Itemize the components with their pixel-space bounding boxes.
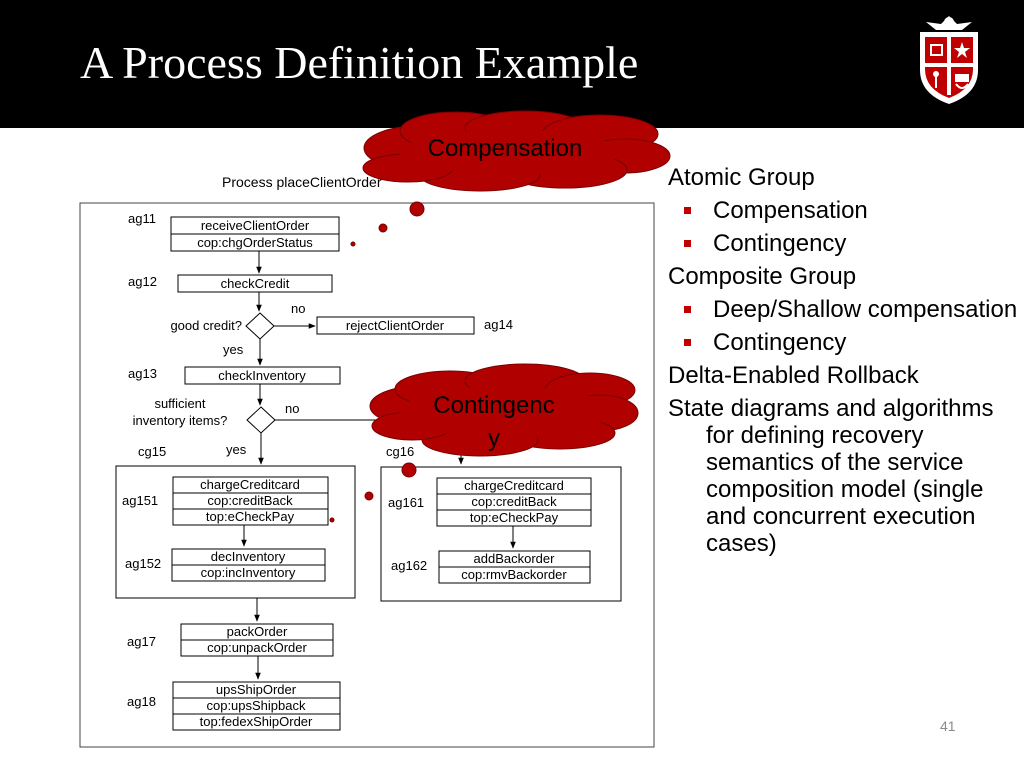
contingency-callout-text-2: y [488, 425, 500, 452]
ag18-op-0: upsShipOrder [216, 682, 297, 697]
bullet-compensation-text: Compensation [713, 197, 868, 224]
compensation-callout-text: Compensation [428, 135, 583, 162]
ag151-op-1: cop:creditBack [207, 493, 293, 508]
ag18-box: upsShipOrder cop:upsShipback top:fedexSh… [172, 681, 341, 731]
no-label-inventory: no [285, 401, 299, 416]
bullet-square-icon [684, 240, 691, 247]
cg16-frame [380, 466, 622, 602]
bullet-contingency-2-text: Contingency [713, 329, 847, 356]
cg16-label: cg16 [386, 444, 414, 459]
title-bar [0, 0, 1024, 128]
ag13-label: ag13 [128, 366, 157, 381]
slide-number: 41 [940, 718, 956, 734]
ag13-op-0: checkInventory [218, 368, 306, 383]
ag18-op-2: top:fedexShipOrder [200, 714, 313, 729]
ag152-box: decInventory cop:incInventory [171, 548, 326, 582]
bullet-square-icon [684, 207, 691, 214]
inventory-decision-diamond [246, 406, 276, 434]
bullet-atomic-group: Atomic Group [668, 164, 815, 191]
ag11-box: receiveClientOrder cop:chgOrderStatus [170, 216, 340, 252]
credit-decision-diamond [245, 312, 275, 340]
ag152-op-1: cop:incInventory [201, 565, 296, 580]
ag161-op-1: cop:creditBack [471, 494, 557, 509]
ag161-op-2: top:eCheckPay [470, 510, 559, 525]
bullet-list: Atomic Group Compensation Contingency Co… [668, 164, 1018, 563]
ag17-op-1: cop:unpackOrder [207, 640, 307, 655]
bullet-square-icon [684, 306, 691, 313]
contingency-callout-text-1: Contingenc [433, 392, 554, 419]
bullet-contingency: Contingency [668, 230, 1018, 257]
no-label-credit: no [291, 301, 305, 316]
bullet-contingency-2: Contingency [668, 329, 1018, 356]
process-frame [79, 202, 655, 748]
process-label: Process placeClientOrder [222, 174, 382, 190]
yes-label-credit: yes [223, 342, 244, 357]
ag12-op-0: checkCredit [221, 276, 290, 291]
contingency-callout-cloud [329, 363, 639, 523]
bullet-composite-group: Composite Group [668, 263, 857, 290]
yes-label-inventory: yes [226, 442, 247, 457]
ag151-op-0: chargeCreditcard [200, 477, 300, 492]
ag161-label: ag161 [388, 495, 424, 510]
cg15-frame [115, 465, 356, 599]
cg15-label: cg15 [138, 444, 166, 459]
compensation-callout-cloud [350, 110, 671, 247]
ag152-label: ag152 [125, 556, 161, 571]
inventory-decision-label-1: sufficient [154, 396, 205, 411]
ag12-label: ag12 [128, 274, 157, 289]
ag18-label: ag18 [127, 694, 156, 709]
ag162-op-1: cop:rmvBackorder [461, 567, 567, 582]
university-shield-logo-icon [920, 16, 978, 104]
ag162-op-0: addBackorder [474, 551, 556, 566]
reject-box: rejectClientOrder [316, 316, 475, 335]
bullet-state-diagrams: State diagrams and algorithms for defini… [668, 395, 994, 557]
bullet-compensation: Compensation [668, 197, 1018, 224]
ag162-label: ag162 [391, 558, 427, 573]
reject-op: rejectClientOrder [346, 318, 445, 333]
ag17-op-0: packOrder [227, 624, 288, 639]
ag12-box: checkCredit [177, 274, 333, 293]
bullet-delta-enabled: Delta-Enabled Rollback [668, 362, 919, 389]
bullet-deep-shallow-text: Deep/Shallow compensation [713, 296, 1018, 323]
ag161-box: chargeCreditcard cop:creditBack top:eChe… [436, 477, 592, 527]
ag162-box: addBackorder cop:rmvBackorder [438, 550, 591, 584]
ag152-op-0: decInventory [211, 549, 286, 564]
ag161-op-0: chargeCreditcard [464, 478, 564, 493]
ag13-box: checkInventory [184, 366, 341, 385]
ag11-op-0: receiveClientOrder [201, 218, 310, 233]
ag151-label: ag151 [122, 493, 158, 508]
bullet-square-icon [684, 339, 691, 346]
ag18-op-1: cop:upsShipback [206, 698, 306, 713]
ag11-op-1: cop:chgOrderStatus [197, 235, 313, 250]
bullet-deep-shallow: Deep/Shallow compensation [668, 296, 1018, 323]
bullet-contingency-text: Contingency [713, 230, 847, 257]
inventory-decision-label-2: inventory items? [133, 413, 228, 428]
credit-decision-label: good credit? [170, 318, 242, 333]
ag14-label: ag14 [484, 317, 513, 332]
ag151-box: chargeCreditcard cop:creditBack top:eChe… [172, 476, 329, 526]
ag11-label: ag11 [128, 211, 156, 226]
ag17-label: ag17 [127, 634, 156, 649]
ag151-op-2: top:eCheckPay [206, 509, 295, 524]
slide-title: A Process Definition Example [80, 37, 639, 88]
ag17-box: packOrder cop:unpackOrder [180, 623, 334, 657]
